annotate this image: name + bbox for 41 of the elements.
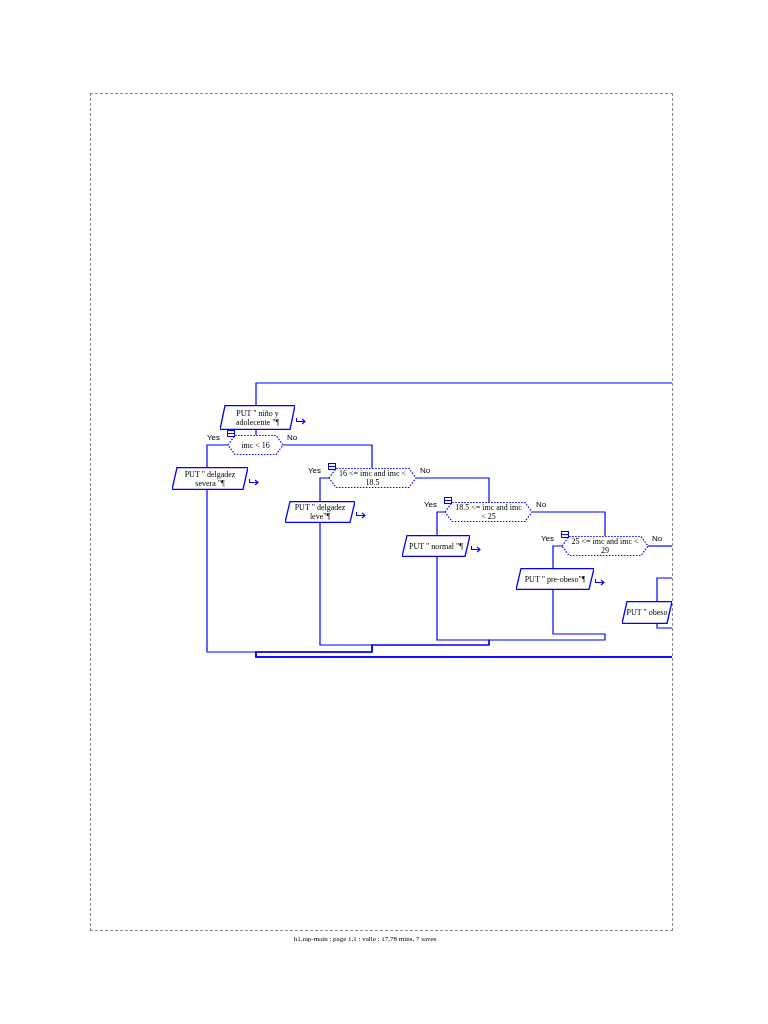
edge-label: Yes [306,466,322,475]
node-text: 18.5 <= imc and imc < 25 [454,503,523,521]
node-text: 16 <= imc and imc < 18.5 [337,469,408,487]
edge-label: No [535,500,548,509]
edge-label: No [651,534,664,543]
edge-label: No [419,466,432,475]
connector-line [319,477,330,502]
node-text: PUT " niño y adolecente "¶ [234,408,281,427]
node-text: PUT " delgadez leve"¶ [293,503,347,521]
edge-label: Yes [539,534,555,543]
output-parallelogram [172,467,248,490]
decision-hexagon [562,536,648,556]
connector-line [656,577,673,602]
node-text: 25 <= imc and imc < 29 [570,537,640,555]
decision-hexagon [329,468,416,488]
edge-label: Yes [205,433,221,442]
connector-line [255,589,673,658]
output-parallelogram [622,601,672,624]
node-text: PUT " pre-obeso"¶ [523,574,587,584]
output-parallelogram [516,568,594,590]
connector-line [206,444,229,468]
node-text: PUT " normal "¶ [408,541,464,551]
node-text: imc < 16 [240,440,271,450]
edge-label: No [286,433,299,442]
connector-line [282,444,373,469]
connector-line [552,545,563,569]
output-parallelogram [402,535,470,557]
connector-line [436,511,446,536]
decision-hexagon [228,435,283,455]
connector-line [415,477,490,503]
connector-line [255,382,673,406]
decision-hexagon [445,502,532,522]
connector-line [255,429,257,436]
output-parallelogram [285,501,355,523]
connector-line [531,511,606,537]
node-text: PUT " delgadez severa "¶ [183,469,237,488]
connector-line [656,623,673,629]
output-parallelogram [220,405,295,430]
edge-label: Yes [422,500,438,509]
connector-line [647,545,673,547]
node-text: PUT " obeso [625,608,669,617]
